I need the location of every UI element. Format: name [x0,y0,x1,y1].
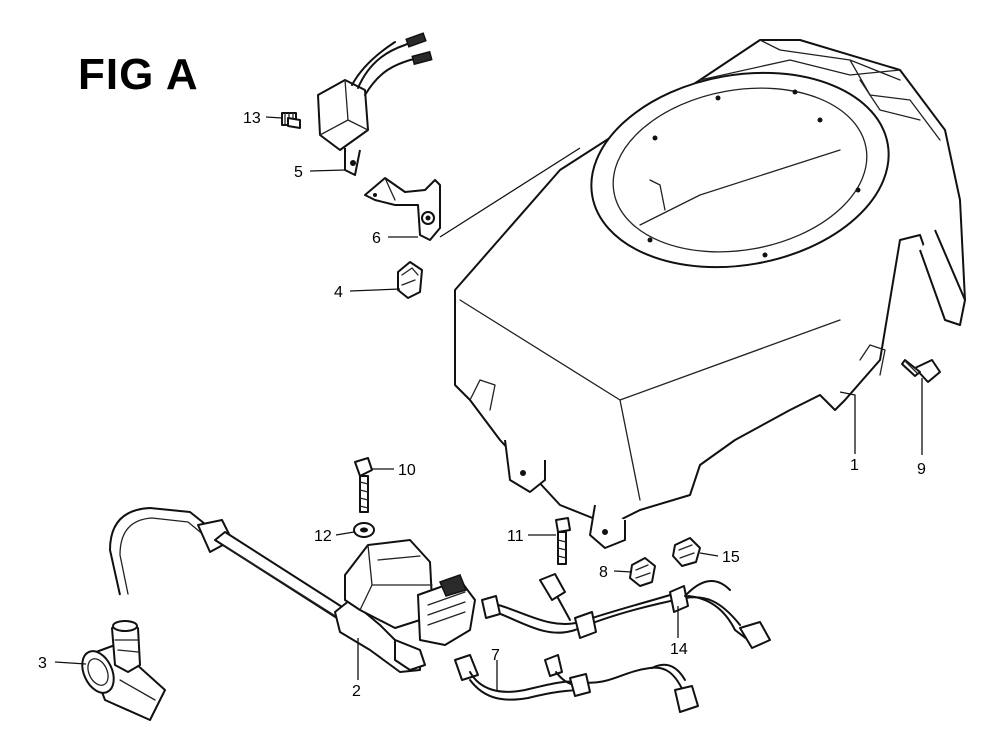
clip-15 [672,537,701,567]
callout-1: 1 [850,457,859,474]
callout-5: 5 [294,164,303,181]
callout-4: 4 [334,284,343,301]
callout-15: 15 [722,549,740,566]
wire-harness-7 [454,654,699,713]
callout-3: 3 [38,655,47,672]
screw-13 [281,112,301,129]
callout-9: 9 [917,461,926,478]
callout-2: 2 [352,683,361,700]
figure-title: FIG A [78,50,199,99]
callout-10: 10 [398,462,416,479]
relay-module-5 [317,32,433,176]
callout-11: 11 [507,528,524,545]
leader-lines [54,116,923,690]
callout-8: 8 [599,564,608,581]
bracket-6 [364,177,441,241]
callout-13: 13 [243,110,261,127]
callout-labels: 13 5 6 4 1 9 10 12 11 8 15 14 3 2 7 [38,110,926,700]
callout-7: 7 [491,647,500,664]
spark-plug-cap-3 [81,620,166,721]
fan-cover-shroud [454,39,966,549]
washer-12 [353,522,375,538]
wire-harness-14 [481,573,771,649]
callout-6: 6 [372,230,381,247]
flange-bolt-9 [901,359,941,383]
clip-4 [397,261,423,299]
ignition-coil-2 [109,507,476,673]
clip-8 [629,557,656,587]
bolt-11 [555,517,571,565]
bolt-10 [354,457,373,513]
callout-12: 12 [314,528,332,545]
callout-14: 14 [670,641,688,658]
